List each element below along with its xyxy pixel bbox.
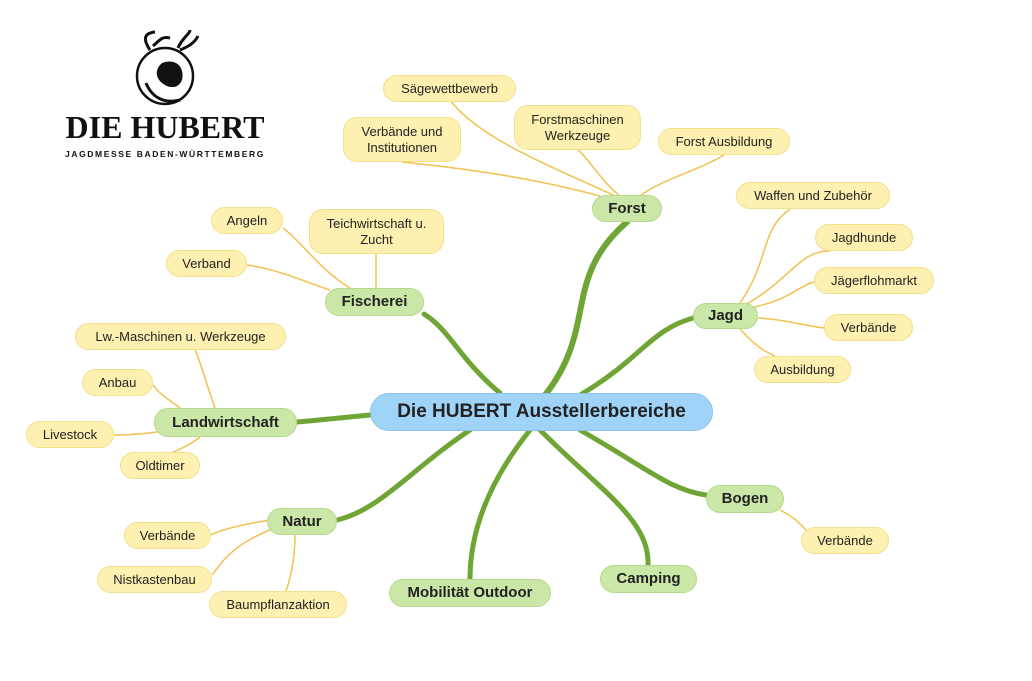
leaf-lw-maschinen[interactable]: Lw.-Maschinen u. Werkzeuge xyxy=(75,323,286,350)
branch-camping[interactable]: Camping xyxy=(600,565,697,593)
leaf-angeln[interactable]: Angeln xyxy=(211,207,283,234)
leaf-verbaende-institutionen[interactable]: Verbände und Institutionen xyxy=(343,117,461,162)
leaf-anbau[interactable]: Anbau xyxy=(82,369,153,396)
branch-bogen[interactable]: Bogen xyxy=(706,485,784,513)
branch-landwirtschaft[interactable]: Landwirtschaft xyxy=(154,408,297,437)
leaf-waffen-zubehoer[interactable]: Waffen und Zubehör xyxy=(736,182,890,209)
branch-forst[interactable]: Forst xyxy=(592,195,662,222)
leaf-nistkastenbau[interactable]: Nistkastenbau xyxy=(97,566,212,593)
die-hubert-logo: DIE HUBERT JAGDMESSE BADEN-WÜRTTEMBERG xyxy=(50,28,280,160)
leaf-oldtimer[interactable]: Oldtimer xyxy=(120,452,200,479)
leaf-jagd-verbaende[interactable]: Verbände xyxy=(824,314,913,341)
leaf-teichwirtschaft[interactable]: Teichwirtschaft u. Zucht xyxy=(309,209,444,254)
leaf-bogen-verbaende[interactable]: Verbände xyxy=(801,527,889,554)
leaf-jagd-ausbildung[interactable]: Ausbildung xyxy=(754,356,851,383)
leaf-natur-verbaende[interactable]: Verbände xyxy=(124,522,211,549)
main-connectors xyxy=(294,219,709,582)
leaf-jagdhunde[interactable]: Jagdhunde xyxy=(815,224,913,251)
leaf-jaegerflohmarkt[interactable]: Jägerflohmarkt xyxy=(814,267,934,294)
leaf-saegewettbewerb[interactable]: Sägewettbewerb xyxy=(383,75,516,102)
center-node[interactable]: Die HUBERT Ausstellerbereiche xyxy=(370,393,713,431)
leaf-livestock[interactable]: Livestock xyxy=(26,421,114,448)
branch-jagd[interactable]: Jagd xyxy=(693,303,758,329)
leaf-baumpflanzaktion[interactable]: Baumpflanzaktion xyxy=(209,591,347,618)
leaf-connectors xyxy=(113,99,831,592)
logo-subtitle: JAGDMESSE BADEN-WÜRTTEMBERG xyxy=(65,149,265,159)
leaf-forstmaschinen[interactable]: Forstmaschinen Werkzeuge xyxy=(514,105,641,150)
leaf-verband[interactable]: Verband xyxy=(166,250,247,277)
leaf-forst-ausbildung[interactable]: Forst Ausbildung xyxy=(658,128,790,155)
branch-natur[interactable]: Natur xyxy=(267,508,337,535)
branch-mobilitaet-outdoor[interactable]: Mobilität Outdoor xyxy=(389,579,551,607)
logo-title: DIE HUBERT xyxy=(65,109,265,145)
stag-emblem-icon xyxy=(135,29,200,106)
branch-fischerei[interactable]: Fischerei xyxy=(325,288,424,316)
